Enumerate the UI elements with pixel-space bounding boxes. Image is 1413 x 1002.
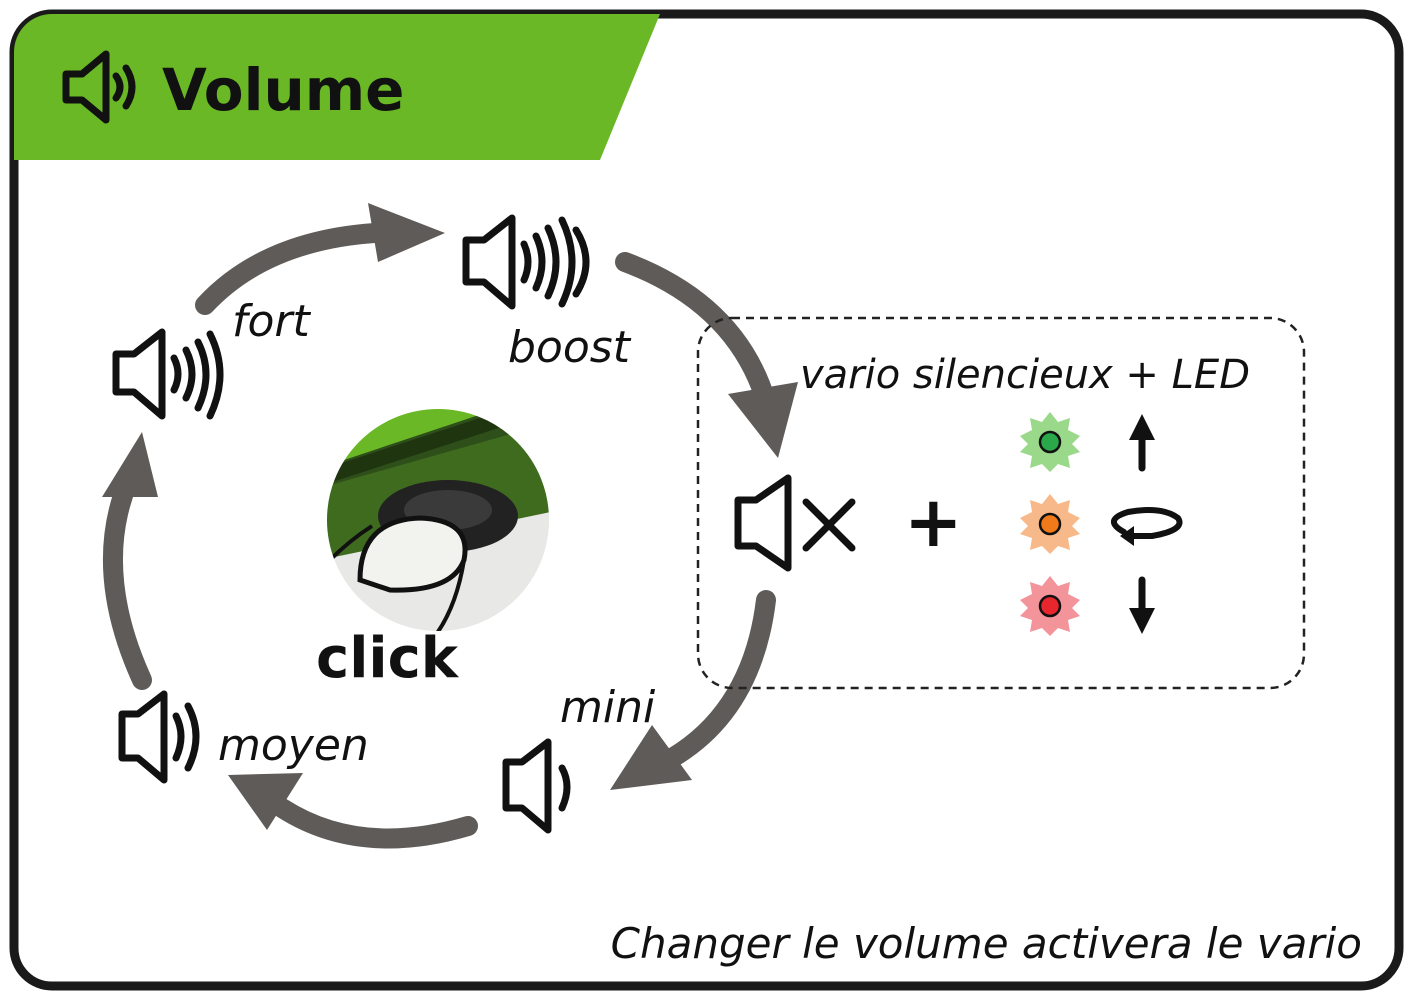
level-label-moyen: moyen bbox=[218, 720, 369, 771]
level-label-boost: boost bbox=[508, 322, 632, 373]
silent-mode-box bbox=[696, 316, 1306, 690]
speaker-2-waves-icon bbox=[118, 690, 200, 784]
cycle-arrowheads bbox=[102, 203, 798, 830]
arrowhead-fort bbox=[102, 432, 158, 497]
card-frame bbox=[9, 9, 1404, 991]
arrow-down-icon bbox=[1129, 576, 1155, 634]
page-title: Volume bbox=[162, 56, 405, 124]
led-orange-icon bbox=[1020, 494, 1080, 554]
header-band bbox=[14, 14, 660, 160]
arrowhead-mute bbox=[728, 382, 798, 458]
rotate-icon bbox=[1111, 507, 1183, 546]
button-illustration bbox=[326, 408, 550, 632]
silent-mode-label: vario silencieux + LED bbox=[800, 352, 1250, 398]
led-green-icon bbox=[1020, 412, 1080, 472]
speaker-1-wave-icon bbox=[502, 738, 571, 834]
arrowhead-mini bbox=[610, 725, 692, 790]
led-red-icon bbox=[1020, 576, 1080, 636]
arrowhead-boost bbox=[368, 203, 445, 262]
arrow-up-icon bbox=[1129, 414, 1155, 472]
click-label: click bbox=[316, 626, 460, 691]
level-label-mini: mini bbox=[560, 682, 656, 733]
plus-sign: + bbox=[904, 481, 963, 563]
arrow-mini-to-moyen bbox=[272, 798, 478, 849]
footer-note: Changer le volume activera le vario bbox=[611, 919, 1362, 968]
speaker-4-waves-icon bbox=[462, 214, 590, 310]
speaker-muted-icon bbox=[734, 474, 856, 572]
arrowhead-moyen bbox=[228, 773, 303, 830]
speaker-icon bbox=[62, 50, 136, 124]
arrow-fort-to-boost bbox=[195, 222, 405, 315]
speaker-3-waves-icon bbox=[112, 328, 224, 420]
level-label-fort: fort bbox=[232, 296, 312, 347]
arrow-moyen-to-fort bbox=[102, 472, 152, 690]
arrow-mute-to-mini bbox=[655, 590, 776, 772]
